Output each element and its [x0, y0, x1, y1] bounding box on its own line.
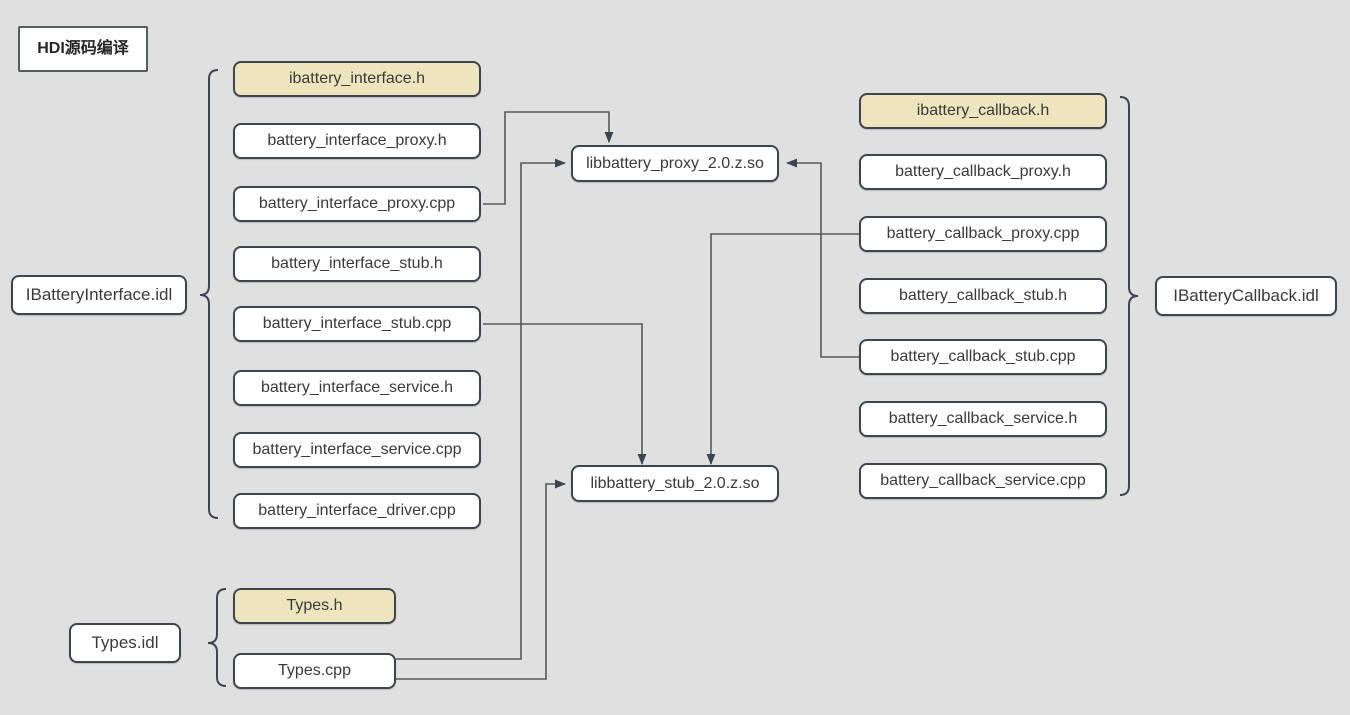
file-node-battery-callback-stub-cpp[interactable]: battery_callback_stub.cpp — [859, 339, 1107, 375]
file-node-battery-interface-proxy-h[interactable]: battery_interface_proxy.h — [233, 123, 481, 159]
brace-interface-group — [199, 69, 219, 519]
file-node-battery-interface-service-h[interactable]: battery_interface_service.h — [233, 370, 481, 406]
file-node-battery-interface-stub-h[interactable]: battery_interface_stub.h — [233, 246, 481, 282]
brace-callback-group — [1119, 96, 1139, 496]
file-node-battery-callback-proxy-cpp[interactable]: battery_callback_proxy.cpp — [859, 216, 1107, 252]
file-node-types-h[interactable]: Types.h — [233, 588, 396, 624]
brace-types-group — [207, 588, 227, 687]
idl-node-battery-interface[interactable]: IBatteryInterface.idl — [11, 275, 187, 315]
file-node-battery-interface-service-cpp[interactable]: battery_interface_service.cpp — [233, 432, 481, 468]
file-node-ibattery-interface-h[interactable]: ibattery_interface.h — [233, 61, 481, 97]
file-node-battery-interface-stub-cpp[interactable]: battery_interface_stub.cpp — [233, 306, 481, 342]
idl-node-battery-callback[interactable]: IBatteryCallback.idl — [1155, 276, 1337, 316]
file-node-battery-callback-service-h[interactable]: battery_callback_service.h — [859, 401, 1107, 437]
title-box: HDI源码编译 — [18, 26, 148, 72]
library-node-proxy[interactable]: libbattery_proxy_2.0.z.so — [571, 145, 779, 182]
edge-callback-stub-cpp-to-proxy-lib — [785, 158, 859, 358]
edge-callback-proxy-cpp-to-stub-lib — [706, 233, 859, 466]
file-node-battery-callback-stub-h[interactable]: battery_callback_stub.h — [859, 278, 1107, 314]
file-node-types-cpp[interactable]: Types.cpp — [233, 653, 396, 689]
library-node-stub[interactable]: libbattery_stub_2.0.z.so — [571, 465, 779, 502]
file-node-ibattery-callback-h[interactable]: ibattery_callback.h — [859, 93, 1107, 129]
file-node-battery-callback-proxy-h[interactable]: battery_callback_proxy.h — [859, 154, 1107, 190]
file-node-battery-interface-driver-cpp[interactable]: battery_interface_driver.cpp — [233, 493, 481, 529]
file-node-battery-interface-proxy-cpp[interactable]: battery_interface_proxy.cpp — [233, 186, 481, 222]
idl-node-types[interactable]: Types.idl — [69, 623, 181, 663]
edge-interface-stub-cpp-to-stub-lib — [483, 323, 647, 466]
file-node-battery-callback-service-cpp[interactable]: battery_callback_service.cpp — [859, 463, 1107, 499]
edge-types-cpp-to-proxy-lib — [396, 158, 567, 660]
